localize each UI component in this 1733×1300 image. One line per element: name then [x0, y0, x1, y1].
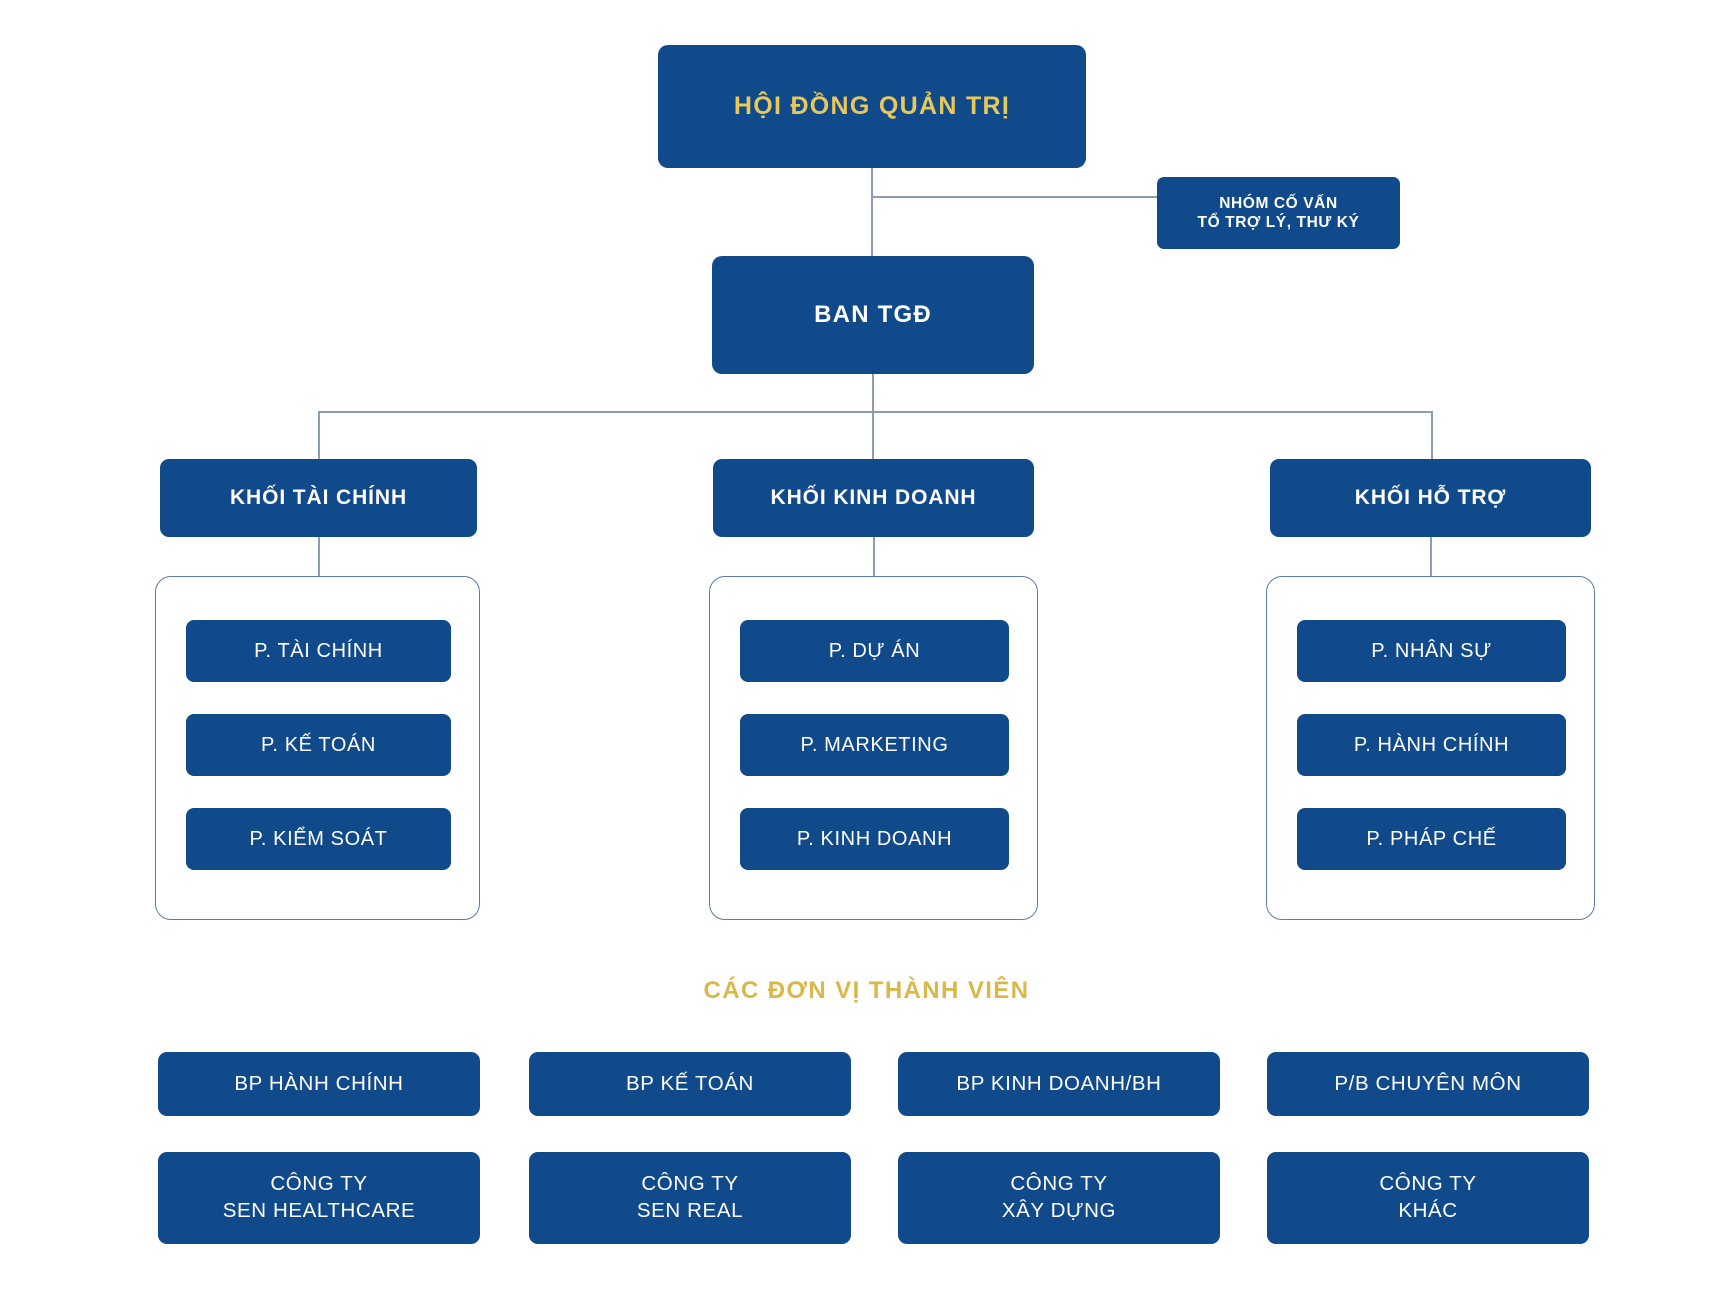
member-company-label-line2: XÂY DỰNG — [1001, 1199, 1117, 1222]
connector-bus-middle — [872, 411, 874, 459]
member-company-box[interactable]: CÔNG TY XÂY DỰNG — [898, 1152, 1220, 1244]
department-label: P. KẾ TOÁN — [261, 733, 376, 756]
department-label: P. TÀI CHÍNH — [254, 639, 383, 662]
member-unit-box[interactable]: BP KẾ TOÁN — [529, 1052, 851, 1116]
executive-board-box[interactable]: BAN TGĐ — [712, 256, 1034, 374]
connector-ceo-down — [872, 374, 874, 411]
member-unit-box[interactable]: BP KINH DOANH/BH — [898, 1052, 1220, 1116]
connector-bus-right — [1431, 411, 1433, 459]
department-box[interactable]: P. PHÁP CHẾ — [1297, 808, 1566, 870]
division-head-business[interactable]: KHỐI KINH DOANH — [713, 459, 1034, 537]
connector-division-0-to-group — [318, 537, 320, 576]
division-head-finance[interactable]: KHỐI TÀI CHÍNH — [160, 459, 477, 537]
department-group-support — [1266, 576, 1595, 920]
department-label: P. MARKETING — [800, 733, 949, 756]
board-of-directors-box[interactable]: HỘI ĐỒNG QUẢN TRỊ — [658, 45, 1086, 168]
division-head-business-label: KHỐI KINH DOANH — [770, 485, 977, 509]
advisory-group-box[interactable]: NHÓM CỐ VẤN TỔ TRỢ LÝ, THƯ KÝ — [1157, 177, 1400, 249]
member-company-label-line1: CÔNG TY — [1379, 1172, 1477, 1196]
member-unit-label: BP HÀNH CHÍNH — [234, 1072, 404, 1096]
advisory-group-label-line2: TỔ TRỢ LÝ, THƯ KÝ — [1197, 214, 1360, 231]
department-label: P. DỰ ÁN — [828, 639, 921, 662]
connector-bus-left — [318, 411, 320, 459]
department-label: P. PHÁP CHẾ — [1366, 827, 1497, 850]
member-company-label-line2: KHÁC — [1398, 1199, 1458, 1222]
connector-board-down — [871, 168, 873, 196]
department-label: P. HÀNH CHÍNH — [1353, 733, 1510, 756]
department-box[interactable]: P. DỰ ÁN — [740, 620, 1009, 682]
member-company-box[interactable]: CÔNG TY KHÁC — [1267, 1152, 1589, 1244]
member-unit-label: BP KẾ TOÁN — [626, 1072, 754, 1096]
advisory-group-label-line1: NHÓM CỐ VẤN — [1219, 194, 1338, 212]
department-box[interactable]: P. KIỂM SOÁT — [186, 808, 451, 870]
board-of-directors-label: HỘI ĐỒNG QUẢN TRỊ — [733, 91, 1011, 120]
executive-board-label: BAN TGĐ — [814, 301, 932, 328]
department-box[interactable]: P. KẾ TOÁN — [186, 714, 451, 776]
department-box[interactable]: P. TÀI CHÍNH — [186, 620, 451, 682]
member-company-box[interactable]: CÔNG TY SEN REAL — [529, 1152, 851, 1244]
connector-division-2-to-group — [1430, 537, 1432, 576]
department-box[interactable]: P. KINH DOANH — [740, 808, 1009, 870]
member-company-label-line2: SEN REAL — [636, 1199, 744, 1222]
member-company-label-line1: CÔNG TY — [1010, 1172, 1108, 1196]
division-head-support-label: KHỐI HỖ TRỢ — [1354, 485, 1507, 509]
department-box[interactable]: P. HÀNH CHÍNH — [1297, 714, 1566, 776]
division-head-finance-label: KHỐI TÀI CHÍNH — [229, 485, 408, 509]
connector-board-to-ceo — [871, 196, 873, 256]
member-unit-box[interactable]: P/B CHUYÊN MÔN — [1267, 1052, 1589, 1116]
division-head-support[interactable]: KHỐI HỖ TRỢ — [1270, 459, 1591, 537]
department-group-finance — [155, 576, 480, 920]
department-box[interactable]: P. NHÂN SỰ — [1297, 620, 1566, 682]
member-units-title: CÁC ĐƠN VỊ THÀNH VIÊN — [703, 977, 1030, 1004]
member-unit-box[interactable]: BP HÀNH CHÍNH — [158, 1052, 480, 1116]
member-company-label-line1: CÔNG TY — [270, 1172, 368, 1196]
member-company-box[interactable]: CÔNG TY SEN HEALTHCARE — [158, 1152, 480, 1244]
connector-division-bus — [318, 411, 1432, 413]
department-label: P. NHÂN SỰ — [1371, 639, 1492, 662]
department-group-business — [709, 576, 1038, 920]
department-box[interactable]: P. MARKETING — [740, 714, 1009, 776]
member-company-label-line1: CÔNG TY — [641, 1172, 739, 1196]
member-unit-label: P/B CHUYÊN MÔN — [1334, 1072, 1522, 1096]
department-label: P. KINH DOANH — [796, 827, 953, 850]
department-label: P. KIỂM SOÁT — [249, 827, 388, 850]
member-unit-label: BP KINH DOANH/BH — [956, 1072, 1162, 1096]
connector-board-to-advisors — [871, 196, 1158, 198]
member-company-label-line2: SEN HEALTHCARE — [222, 1199, 416, 1222]
connector-division-1-to-group — [873, 537, 875, 576]
